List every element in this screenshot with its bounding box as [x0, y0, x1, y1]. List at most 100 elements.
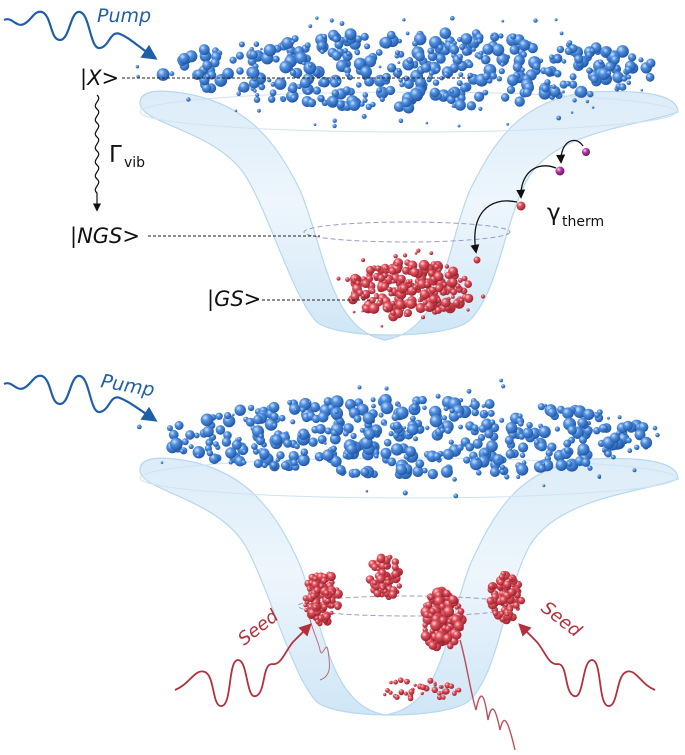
exciton-particle — [249, 50, 258, 59]
exciton-particle — [384, 423, 387, 426]
exciton-particle — [354, 35, 363, 43]
exciton-particle — [225, 447, 237, 459]
condensate-cluster-particle — [318, 583, 325, 589]
condensate-cluster-particle — [388, 690, 393, 695]
exciton-particle — [421, 62, 431, 73]
exciton-particle — [611, 454, 616, 460]
condensate-cluster-particle — [385, 688, 390, 693]
exciton-particle — [450, 63, 459, 72]
exciton-particle — [334, 409, 339, 415]
exciton-particle — [303, 61, 317, 75]
exciton-particle — [405, 31, 410, 36]
exciton-particle — [384, 386, 389, 391]
condensate-cluster-particle — [391, 569, 400, 578]
exciton-particle — [541, 84, 550, 93]
condensate-cluster-particle — [447, 642, 454, 650]
exciton-particle — [380, 447, 392, 459]
condensate-cluster-particle — [504, 611, 510, 617]
exciton-particle — [215, 425, 226, 435]
exciton-particle — [483, 410, 488, 415]
exciton-particle — [394, 50, 401, 56]
exciton-particle — [330, 455, 342, 468]
condensate-cluster-particle — [427, 677, 434, 684]
exciton-particle — [422, 467, 428, 474]
exciton-particle — [638, 57, 644, 63]
condensate-cluster-particle — [443, 589, 451, 598]
exciton-particle — [248, 78, 260, 89]
condensate-cluster-particle — [447, 619, 453, 624]
exciton-particle — [388, 431, 394, 437]
exciton-particle — [544, 79, 551, 86]
exciton-particle — [398, 77, 404, 83]
exciton-particle — [409, 88, 423, 101]
exciton-particle — [579, 435, 587, 444]
exciton-particle — [290, 459, 298, 467]
exciton-particle — [440, 465, 453, 478]
gs-particle — [366, 265, 375, 275]
exciton-particle — [397, 61, 401, 64]
gs-particle — [461, 275, 468, 282]
exciton-particle — [562, 407, 574, 420]
exciton-particle — [467, 72, 474, 79]
exciton-particle — [362, 412, 375, 425]
exciton-particle — [626, 437, 632, 444]
exciton-particle — [498, 68, 505, 75]
exciton-particle — [370, 397, 376, 403]
exciton-particle — [247, 404, 255, 412]
exciton-particle — [593, 427, 601, 435]
exciton-particle — [322, 449, 334, 462]
exciton-particle — [359, 428, 365, 433]
gs-particle — [429, 286, 437, 294]
exciton-particle — [270, 412, 279, 421]
exciton-particle — [425, 425, 430, 430]
exciton-particle — [442, 448, 454, 460]
exciton-particle — [514, 96, 525, 107]
condensate-cluster-particle — [398, 677, 404, 683]
thermal-particle-4 — [473, 256, 481, 264]
exciton-particle — [476, 470, 482, 476]
exciton-particle — [343, 430, 349, 437]
condensate-cluster-particle — [310, 592, 317, 600]
condensate-cluster-particle — [448, 683, 455, 689]
condensate-cluster-particle — [428, 594, 434, 600]
exciton-particle — [469, 457, 483, 471]
exciton-particle — [435, 53, 446, 64]
exciton-particle — [361, 113, 367, 119]
exciton-particle — [174, 421, 184, 430]
exciton-particle — [380, 36, 393, 49]
condensate-cluster-particle — [311, 580, 320, 589]
exciton-particle — [551, 84, 557, 89]
exciton-particle — [626, 80, 632, 86]
exciton-particle — [136, 424, 142, 430]
exciton-particle — [468, 404, 472, 408]
exciton-particle — [554, 70, 562, 78]
gs-particle — [377, 274, 385, 282]
exciton-particle — [231, 439, 242, 450]
exciton-particle — [403, 426, 407, 430]
gs-particle — [380, 282, 389, 291]
gs-particle — [393, 308, 404, 319]
exciton-particle — [297, 428, 310, 440]
exciton-particle — [627, 448, 633, 454]
exciton-particle — [555, 459, 568, 472]
exciton-particle — [209, 453, 220, 465]
gs-particle — [444, 264, 450, 269]
exciton-particle — [280, 461, 290, 470]
exciton-particle — [287, 400, 293, 405]
exciton-particle — [375, 49, 383, 56]
exciton-state-label: |X> — [80, 66, 119, 91]
exciton-particle — [294, 443, 300, 450]
exciton-particle — [646, 58, 656, 68]
condensate-cluster-particle — [436, 694, 443, 701]
exciton-particle — [489, 467, 500, 477]
exciton-particle — [433, 452, 441, 461]
exciton-particle — [456, 80, 463, 87]
exciton-particle — [188, 444, 194, 450]
exciton-particle — [135, 65, 140, 69]
condensate-cluster-particle — [452, 630, 462, 640]
exciton-particle — [626, 74, 632, 80]
gs-particle — [388, 291, 394, 297]
condensate-cluster-particle — [486, 597, 495, 605]
exciton-particle — [360, 32, 369, 41]
exciton-particle — [476, 53, 483, 60]
